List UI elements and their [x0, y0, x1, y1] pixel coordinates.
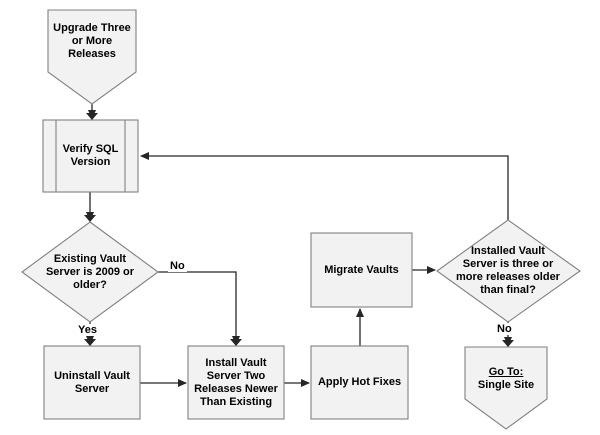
- shape-start-pentagon[interactable]: [47, 9, 137, 105]
- connector-decision-installed-to-verify: [140, 152, 509, 220]
- arrowhead-overlays: [84, 113, 514, 347]
- shape-verify-sql-box[interactable]: [42, 119, 139, 193]
- shape-hotfixes-box[interactable]: [310, 345, 409, 420]
- edge-label-yes-existing: Yes: [76, 324, 99, 336]
- shape-uninstall-box[interactable]: [43, 345, 141, 420]
- shape-goto-pentagon[interactable]: [464, 346, 548, 430]
- connector-existing-no-to-install: [158, 271, 240, 345]
- shape-existing-decision-diamond[interactable]: [21, 221, 159, 323]
- shape-installed-decision-diamond[interactable]: [436, 219, 581, 323]
- shape-install-box[interactable]: [187, 345, 285, 420]
- single-site-text: Single Site: [477, 379, 535, 391]
- go-to-text: Go To:: [488, 366, 524, 378]
- predefined-process-side-bars: [55, 120, 126, 192]
- shape-migrate-box[interactable]: [310, 232, 413, 308]
- edge-label-no-existing: No: [168, 260, 187, 272]
- go-to-single-site-label: Go To: Single Site: [465, 366, 547, 392]
- edge-label-no-installed: No: [495, 323, 514, 335]
